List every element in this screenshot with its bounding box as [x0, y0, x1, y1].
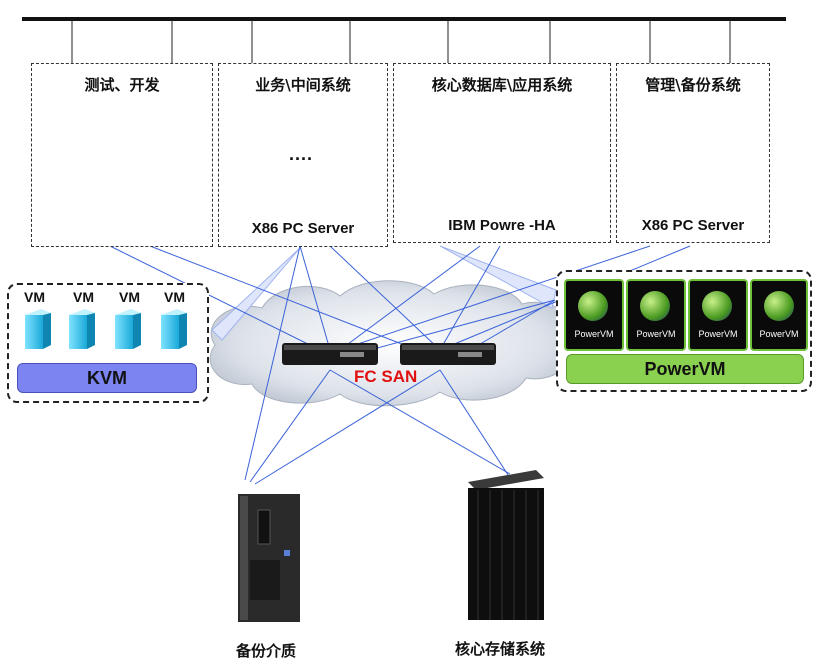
more-servers-dots: ....	[289, 144, 314, 164]
group-management-backup: 管理\备份系统 X86 PC Server	[616, 63, 770, 243]
fc-san-label: FC SAN	[354, 367, 418, 386]
powervm-logo-icon	[764, 291, 794, 321]
backbone-bus	[22, 17, 786, 21]
group-core-db: 核心数据库\应用系统 IBM Powre -HA	[393, 63, 611, 243]
core-storage-device	[468, 470, 544, 620]
powervm-tile-label: PowerVM	[574, 329, 614, 339]
network-links	[109, 245, 691, 485]
powervm-tile-1: PowerVM	[564, 279, 624, 351]
vm-label-2: VM	[73, 289, 94, 305]
group-footer-core-db: IBM Powre -HA	[448, 217, 556, 234]
bus-drops	[71, 20, 731, 63]
vm-server-icon-1	[25, 309, 51, 349]
group-footer-management: X86 PC Server	[641, 217, 745, 234]
kvm-panel: VM VM VM VM KVM	[7, 283, 209, 403]
backup-media-label: 备份介质	[236, 642, 297, 660]
powervm-logo-icon	[702, 291, 732, 321]
san-switch-2	[400, 343, 496, 365]
group-title-core-db: 核心数据库\应用系统	[431, 76, 573, 94]
vm-server-icon-3	[115, 309, 141, 349]
kvm-fan	[211, 247, 301, 341]
powervm-tile-4: PowerVM	[750, 279, 808, 351]
powervm-logo-icon	[578, 291, 608, 321]
vm-server-icons	[25, 309, 187, 349]
powervm-tile-2: PowerVM	[626, 279, 686, 351]
powervm-tile-label: PowerVM	[698, 329, 738, 339]
group-title-management: 管理\备份系统	[645, 76, 741, 94]
san-switch-1	[282, 343, 378, 365]
powervm-tile-label: PowerVM	[636, 329, 676, 339]
powervm-panel: PowerVM PowerVM PowerVM PowerVM PowerVM	[556, 270, 812, 392]
san-cloud	[209, 280, 573, 407]
group-test-dev: 测试、开发	[31, 63, 213, 247]
core-storage-label: 核心存储系统	[455, 640, 546, 658]
vm-server-icon-4	[161, 309, 187, 349]
group-title-test-dev: 测试、开发	[84, 76, 160, 94]
vm-server-icon-2	[69, 309, 95, 349]
vm-label-4: VM	[164, 289, 185, 305]
powervm-fan	[439, 245, 557, 309]
backup-library-device	[238, 494, 300, 622]
powervm-logo-icon	[640, 291, 670, 321]
group-business-middleware: 业务\中间系统 .... X86 PC Server	[218, 63, 388, 247]
powervm-bar: PowerVM	[566, 354, 804, 384]
group-title-business: 业务\中间系统	[255, 76, 351, 94]
powervm-tile-3: PowerVM	[688, 279, 748, 351]
group-footer-business: X86 PC Server	[251, 220, 355, 237]
vm-label-1: VM	[24, 289, 45, 305]
vm-label-3: VM	[119, 289, 140, 305]
powervm-tile-label: PowerVM	[759, 329, 799, 339]
kvm-bar: KVM	[17, 363, 197, 393]
